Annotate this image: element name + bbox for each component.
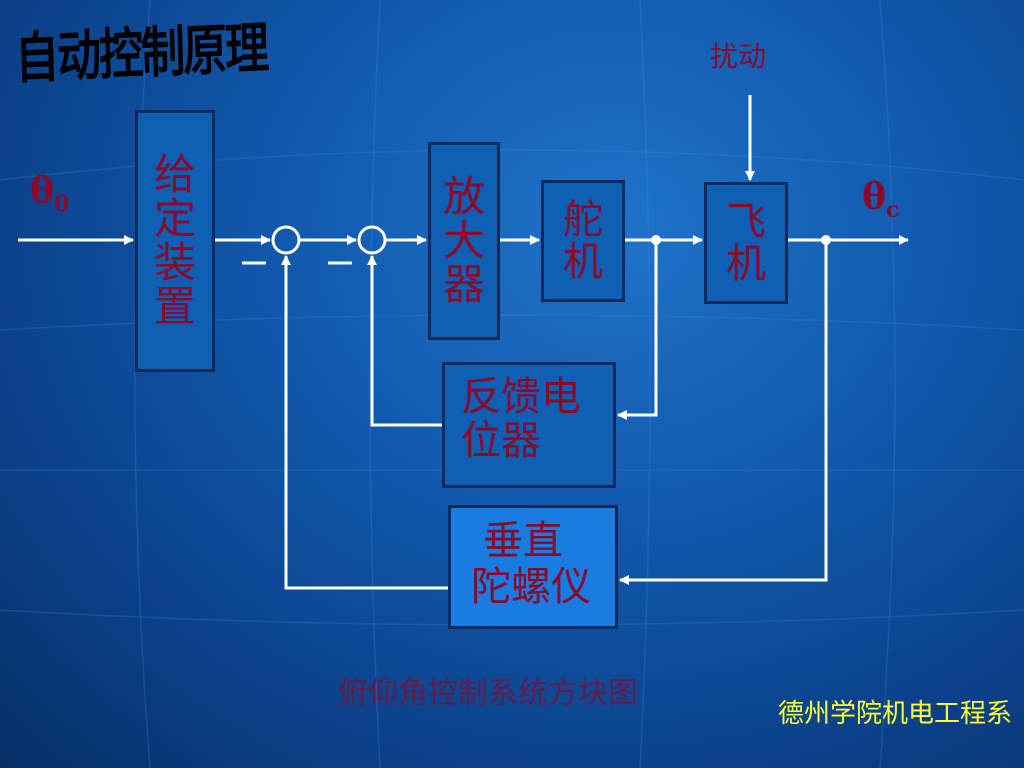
aircraft-char: 机 [726, 241, 766, 287]
feedback-pot-line: 反馈电 [461, 374, 581, 420]
summing-junction-2 [357, 225, 387, 255]
branch-point-output [821, 235, 831, 245]
gyro-line: 陀螺仪 [471, 564, 591, 610]
servo-feedback-path [617, 240, 658, 420]
feedback-pot-line: 位器 [461, 418, 541, 464]
servo-char: 舵 [563, 197, 603, 243]
amplifier-char: 放 [442, 171, 485, 221]
gyro-line: 垂直 [483, 518, 563, 564]
output-theta-label: θc [862, 176, 900, 224]
minus-sign-1: − [238, 240, 270, 284]
servo-char: 机 [563, 239, 603, 285]
vertical-gyro-block: 垂直 陀螺仪 [448, 505, 618, 629]
aircraft-char: 飞 [726, 199, 766, 245]
minus-sign-2: − [324, 240, 356, 284]
diagram-caption: 俯仰角控制系统方块图 [338, 676, 638, 711]
setter-char: 给 [153, 149, 196, 199]
feedback-pot-block: 反馈电 位器 [442, 362, 616, 488]
input-theta-label: θ0 [30, 170, 70, 218]
servo-block: 舵 机 [541, 180, 625, 302]
amplifier-char: 器 [442, 260, 485, 310]
pot-feedback-path [367, 255, 442, 427]
amplifier-block: 放 大 器 [428, 142, 500, 340]
department-footer: 德州学院机电工程系 [777, 699, 1012, 729]
aircraft-block: 飞 机 [704, 182, 788, 304]
summing-junction-1 [271, 225, 301, 255]
setter-char: 定 [153, 193, 196, 243]
disturbance-label: 扰动 [710, 40, 767, 73]
branch-point-servo [651, 235, 661, 245]
setter-block: 给 定 装 置 [135, 110, 215, 372]
gyro-feedback-path [281, 255, 448, 590]
output-feedback-path [619, 240, 828, 585]
amplifier-char: 大 [442, 215, 485, 265]
setter-char: 装 [153, 238, 196, 287]
setter-char: 置 [153, 282, 196, 332]
